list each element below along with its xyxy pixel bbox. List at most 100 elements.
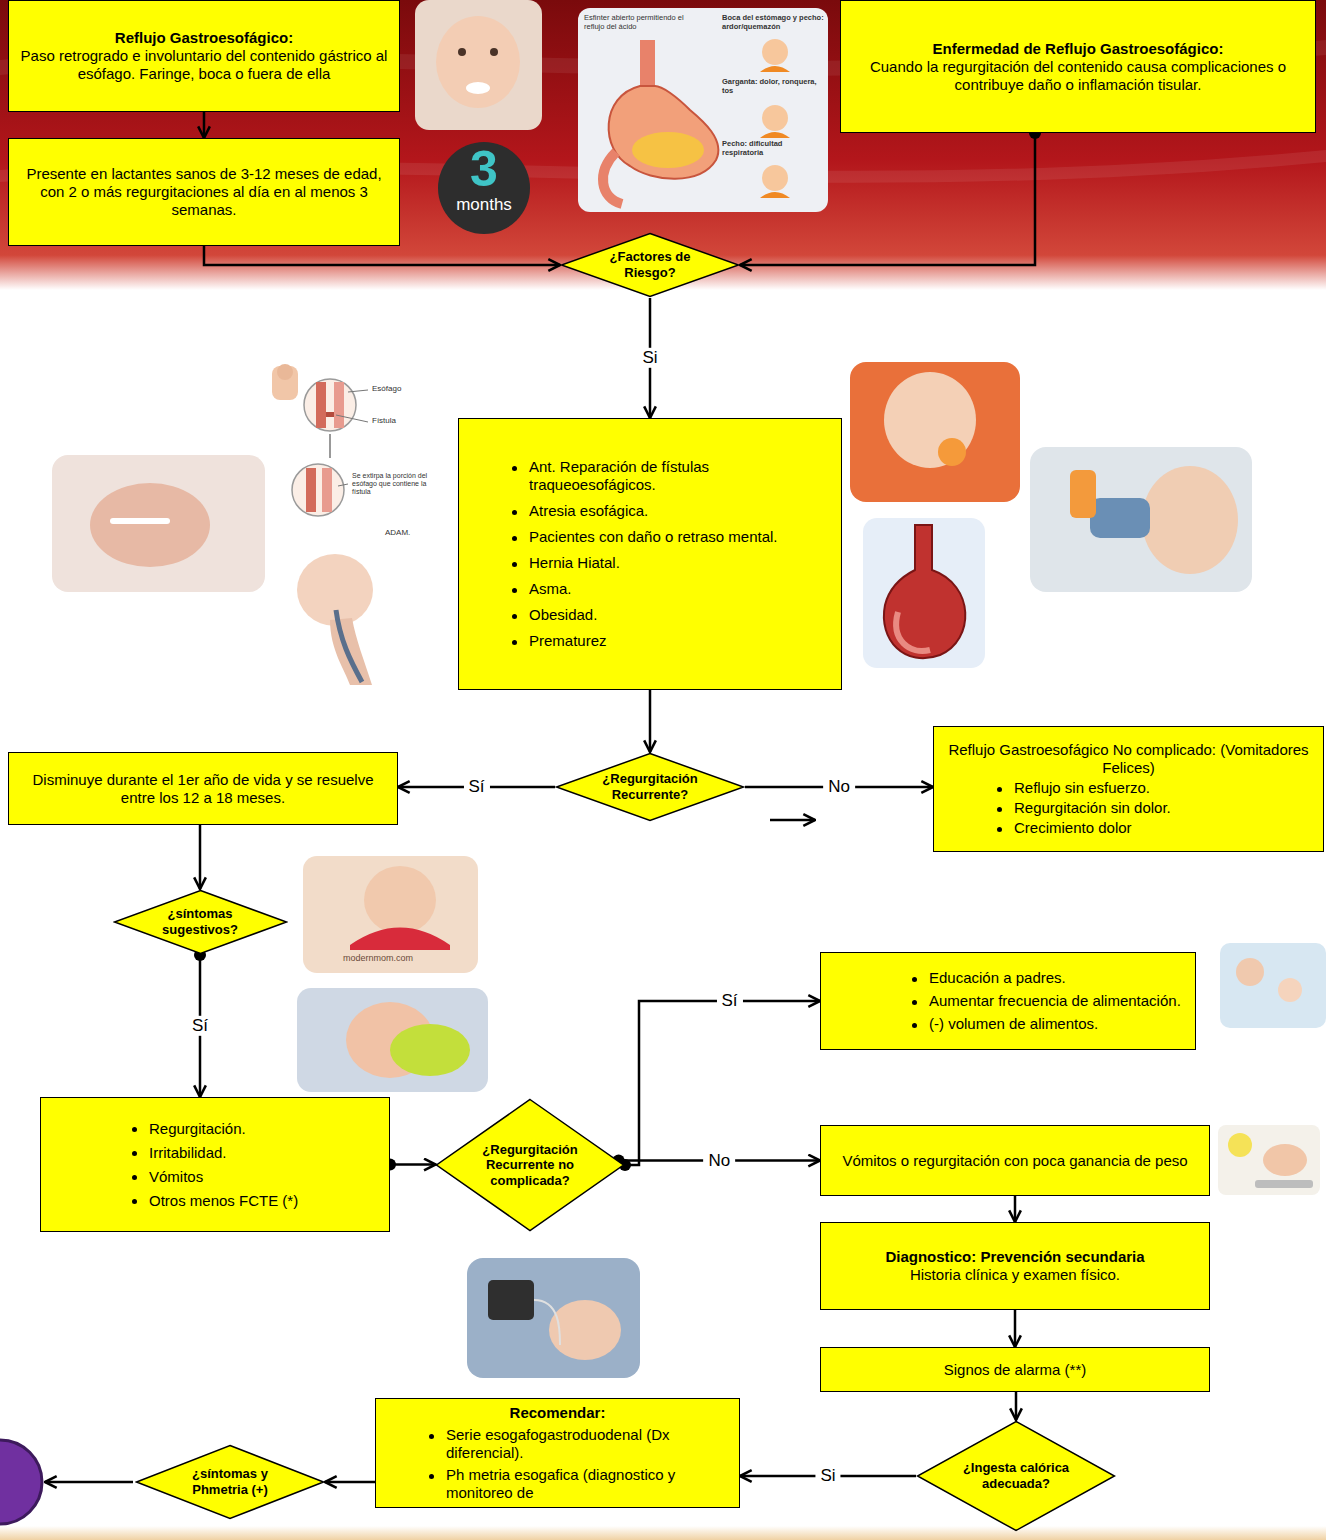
baby-photo bbox=[458, 48, 466, 56]
process-box: Enfermedad de Reflujo Gastroesofágico:Cu… bbox=[840, 0, 1316, 133]
decision-diamond: ¿Ingesta calórica adecuada? bbox=[916, 1420, 1116, 1532]
birthday-baby-photo bbox=[303, 856, 478, 973]
flow-connector bbox=[740, 133, 1035, 265]
diamond-text-holder: ¿Regurgitación Recurrente? bbox=[593, 752, 707, 822]
continuation-connector bbox=[0, 1440, 42, 1524]
diamond-shape bbox=[562, 234, 739, 297]
inhaler-photo bbox=[1030, 447, 1252, 592]
stomach-illustration bbox=[632, 132, 704, 168]
flow-connector bbox=[1014, 1196, 1017, 1222]
diamond-text-holder: ¿síntomas y Phmetria (+) bbox=[173, 1444, 287, 1520]
fistula-illustration bbox=[329, 434, 331, 458]
premature-baby-photo bbox=[52, 455, 265, 592]
bullet-item: Crecimiento dolor bbox=[994, 819, 1313, 837]
illustration-label: Se extirpa la porción del esófago que co… bbox=[352, 472, 434, 496]
edge-label: Si bbox=[637, 348, 662, 368]
stomach-hernia-illustration bbox=[863, 518, 985, 668]
child-photo bbox=[884, 372, 976, 468]
bullet-item: Hernia Hiatal. bbox=[509, 554, 831, 572]
diamond-shape bbox=[918, 1422, 1115, 1531]
crying-baby-photo bbox=[390, 1024, 470, 1076]
stomach-illustration bbox=[578, 8, 828, 212]
edge-label: Sí bbox=[716, 991, 742, 1011]
heading-text: Enfermedad de Reflujo Gastroesofágico: bbox=[851, 40, 1305, 58]
flow-connector bbox=[390, 1163, 436, 1166]
watermark: modernmom.com bbox=[318, 953, 438, 963]
decision-diamond: ¿Regurgitación Recurrente no complicada? bbox=[435, 1098, 625, 1232]
scale-photo bbox=[1228, 1133, 1252, 1157]
edge-label: No bbox=[823, 777, 855, 797]
bullet-item: Vómitos bbox=[129, 1168, 379, 1186]
bullet-item: Obesidad. bbox=[509, 606, 831, 624]
stomach-illustration bbox=[760, 192, 790, 198]
child-photo bbox=[850, 362, 1020, 502]
body-text: Cuando la regurgitación del contenido ca… bbox=[851, 58, 1305, 94]
stray-arrow bbox=[770, 819, 815, 822]
baby-photo bbox=[415, 0, 542, 130]
process-box: Regurgitación. Irritabilidad. VómitosOtros… bbox=[40, 1097, 390, 1232]
stomach-illustration bbox=[760, 66, 790, 72]
birthday-baby-photo bbox=[364, 866, 436, 934]
diamond-text-holder: ¿Factores de Riesgo? bbox=[596, 232, 704, 298]
premature-baby-photo bbox=[52, 455, 265, 592]
age-badge bbox=[438, 142, 530, 234]
edge-label: No bbox=[703, 1150, 735, 1170]
flow-connector bbox=[625, 1001, 820, 1165]
inhaler-photo bbox=[1142, 466, 1238, 574]
premature-baby-photo bbox=[110, 518, 170, 524]
fistula-illustration bbox=[322, 468, 332, 512]
decision-text: ¿Ingesta calórica adecuada? bbox=[956, 1460, 1076, 1491]
fistula-illustration bbox=[334, 382, 344, 428]
flow-connector bbox=[649, 690, 652, 752]
process-box: Ant. Reparación de fístulas traqueoesofá… bbox=[458, 418, 842, 690]
scale-photo bbox=[1218, 1125, 1320, 1195]
illustration-label: Pecho: dificultad respiratoria bbox=[722, 140, 824, 157]
heading-text: Reflujo Gastroesofágico: bbox=[19, 29, 389, 47]
scale-photo bbox=[1218, 1125, 1320, 1195]
flow-connector bbox=[1015, 1392, 1018, 1420]
decision-diamond: ¿Regurgitación Recurrente? bbox=[555, 752, 745, 822]
age-badge bbox=[438, 142, 530, 234]
fistula-illustration bbox=[326, 412, 334, 417]
baby-photo bbox=[415, 0, 542, 130]
bullet-item: Irritabilidad. bbox=[129, 1144, 379, 1162]
illustration-label: Garganta: dolor, ronquera, tos bbox=[722, 78, 824, 95]
crying-baby-photo bbox=[297, 988, 488, 1092]
bullet-item: Serie esogafogastroduodenal (Dx diferenc… bbox=[426, 1426, 729, 1462]
fistula-illustration bbox=[348, 390, 368, 392]
bullet-item: Ant. Reparación de fístulas traqueoesofá… bbox=[509, 458, 831, 494]
bullet-item: Regurgitación sin dolor. bbox=[994, 799, 1313, 817]
decision-diamond: ¿síntomas sugestivos? bbox=[113, 889, 288, 955]
stomach-hernia-illustration bbox=[896, 612, 930, 651]
diamond-shape bbox=[137, 1446, 324, 1519]
mother-baby-photo bbox=[1278, 978, 1302, 1002]
body-text: Vómitos o regurgitación con poca gananci… bbox=[831, 1152, 1199, 1170]
bullet-item: Regurgitación. bbox=[129, 1120, 379, 1138]
infant-tube-illustration bbox=[330, 618, 372, 685]
body-text: Disminuye durante el 1er año de vida y s… bbox=[19, 771, 387, 807]
diamond-shape bbox=[114, 891, 286, 954]
process-box: Vómitos o regurgitación con poca gananci… bbox=[820, 1125, 1210, 1196]
mother-baby-photo bbox=[1220, 943, 1326, 1028]
fistula-illustration bbox=[316, 382, 326, 428]
process-box: Recomendar:Serie esogafogastroduodenal (… bbox=[375, 1398, 740, 1508]
heading-text: Reflujo Gastroesofágico No complicado: (… bbox=[944, 741, 1313, 777]
diamond-text-holder: ¿Ingesta calórica adecuada? bbox=[956, 1420, 1076, 1532]
bullet-item: Otros menos FCTE (*) bbox=[129, 1192, 379, 1210]
edge-label: Si bbox=[815, 1466, 840, 1486]
flow-connector bbox=[325, 1481, 375, 1484]
body-text: Signos de alarma (**) bbox=[831, 1361, 1199, 1379]
decision-text: ¿síntomas sugestivos? bbox=[148, 906, 253, 937]
body-text: Presente en lactantes sanos de 3-12 mese… bbox=[19, 165, 389, 219]
stomach-illustration bbox=[603, 152, 622, 204]
bullet-item: Reflujo sin esfuerzo. bbox=[994, 779, 1313, 797]
heading-text: Diagnostico: Prevención secundaria bbox=[831, 1248, 1199, 1266]
inhaler-photo bbox=[1030, 447, 1252, 592]
stomach-illustration bbox=[762, 165, 788, 191]
ph-monitor-photo bbox=[534, 1300, 560, 1345]
body-text: Historia clínica y examen físico. bbox=[831, 1266, 1199, 1284]
